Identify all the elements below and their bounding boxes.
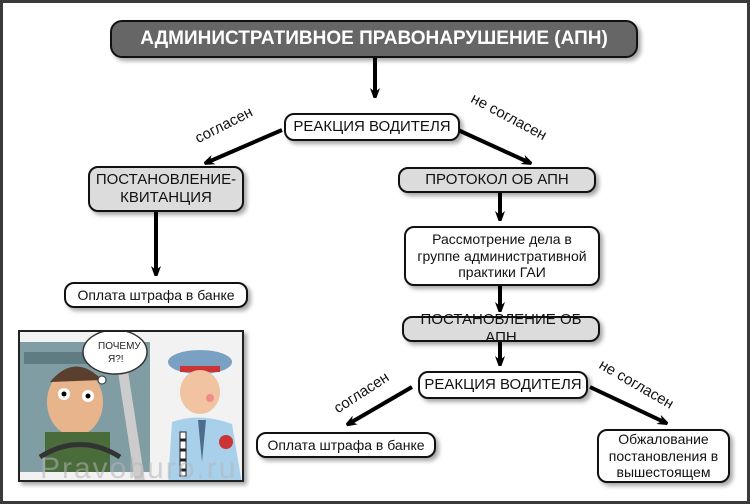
receipt-resolution-node: ПОСТАНОВЛЕНИЕ- КВИТАНЦИЯ: [88, 166, 244, 212]
officer-body: [168, 417, 242, 480]
appeal-node: Обжалование постановления в вышестоящем: [597, 429, 730, 483]
officer-head: [180, 370, 220, 414]
baton: [179, 431, 187, 477]
driver-head: [47, 368, 103, 436]
protocol-node: ПРОТОКОЛ ОБ АПН: [398, 167, 596, 193]
arrow-reaction-to-receipt: [208, 128, 283, 162]
steering-wheel: [38, 442, 122, 460]
arrow-reaction2-to-appeal: [589, 385, 664, 422]
title-node: АДМИНИСТРАТИВНОЕ ПРАВОНАРУШЕНИЕ (АПН): [110, 20, 638, 58]
pay-fine-node-1: Оплата штрафа в банке: [64, 282, 248, 308]
pay-fine-node-2: Оплата штрафа в банке: [256, 432, 436, 458]
speech-bubble: [82, 332, 148, 375]
watermark: Pravoburo.ru: [40, 452, 238, 485]
arrow-reaction-to-protocol: [457, 128, 528, 162]
cartoon-illustration: ПОЧЕМУ Я?!: [18, 330, 244, 482]
case-review-node: Рассмотрение дела в группе административ…: [404, 226, 600, 286]
apn-resolution-node: ПОСТАНОВЛЕНИЕ ОБ АПН: [402, 311, 600, 346]
driver-reaction-node: РЕАКЦИЯ ВОДИТЕЛЯ: [284, 113, 460, 141]
driver-reaction-node-2: РЕАКЦИЯ ВОДИТЕЛЯ: [418, 371, 588, 399]
cartoon-scene: ПОЧЕМУ Я?!: [20, 332, 242, 480]
arrow-reaction2-to-pay: [350, 385, 414, 423]
speech-text-1: ПОЧЕМУ: [98, 341, 141, 352]
speech-text-2: Я?!: [108, 354, 124, 365]
driver-body: [45, 432, 110, 472]
